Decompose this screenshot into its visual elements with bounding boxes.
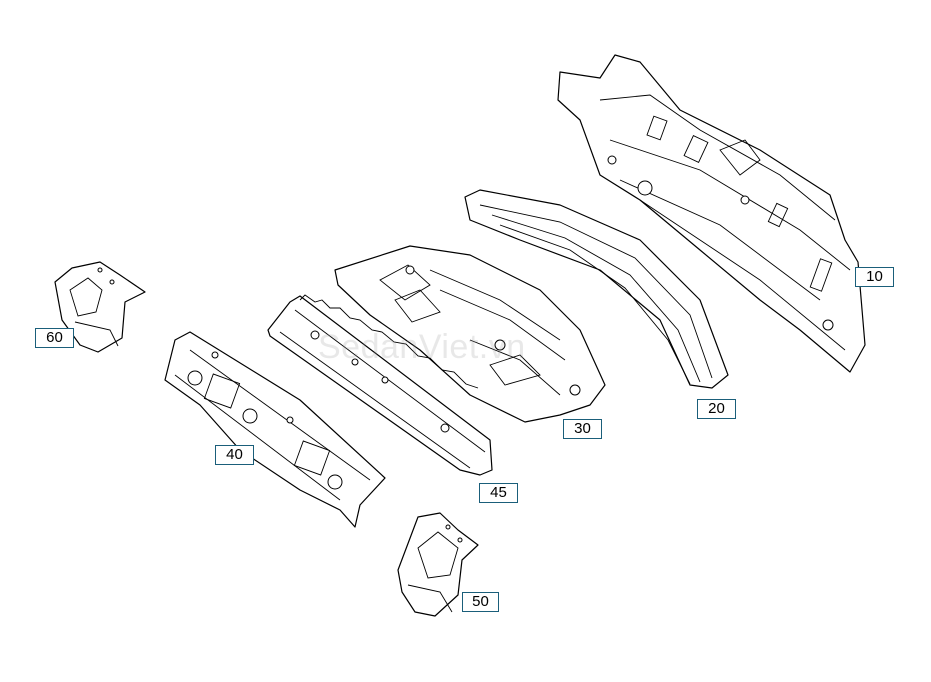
callout-40: 40 — [215, 445, 254, 465]
part-50-bracket — [397, 512, 479, 617]
callout-60: 60 — [35, 328, 74, 348]
part-30-parcel-shelf — [334, 245, 606, 423]
watermark-text: SedanViet.vn — [318, 328, 526, 366]
callout-10: 10 — [855, 267, 894, 287]
part-10-rear-panel — [557, 54, 866, 373]
callout-50: 50 — [462, 592, 499, 612]
part-60-bracket — [54, 261, 146, 353]
callout-30: 30 — [563, 419, 602, 439]
part-40-lower-panel — [164, 331, 386, 528]
callout-45: 45 — [479, 483, 518, 503]
part-20-cross-member — [464, 189, 729, 389]
callout-20: 20 — [697, 399, 736, 419]
part-45-rail — [267, 294, 493, 476]
